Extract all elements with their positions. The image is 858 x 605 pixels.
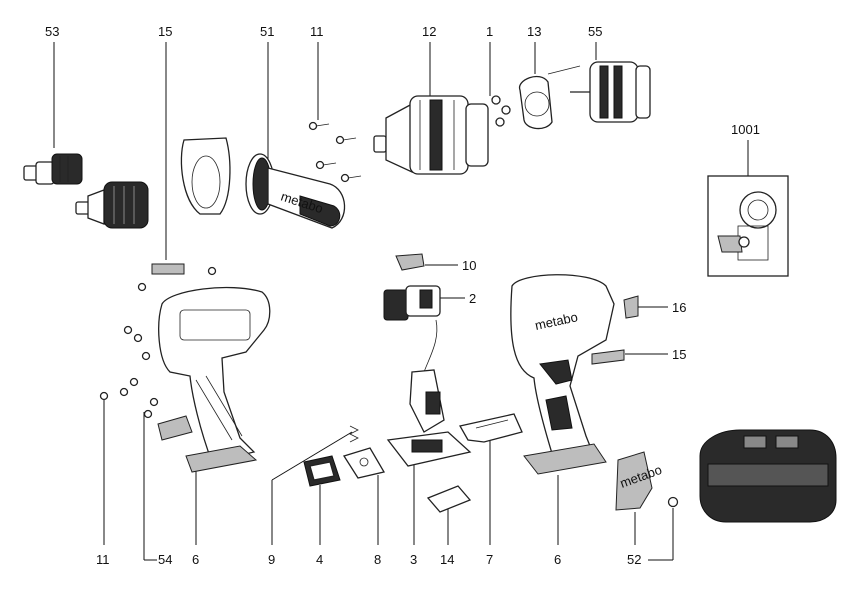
label-3: 3 [410, 552, 417, 567]
part-51-side-handle: metabo [180, 137, 346, 229]
label-53: 53 [45, 24, 59, 39]
label-16: 16 [672, 300, 686, 315]
part-55-motor [570, 61, 651, 123]
part-16-label [623, 295, 639, 319]
part-2-switch [383, 285, 441, 321]
part-7-clip [458, 413, 523, 443]
part-54-block [157, 415, 193, 441]
part-4-contact-block [303, 455, 341, 487]
part-housing-screws-left [99, 266, 217, 419]
label-1: 1 [486, 24, 493, 39]
part-53-chuck-adapter [23, 153, 83, 185]
part-labels: 53 15 51 11 12 1 13 55 1001 10 2 16 15 1… [45, 24, 760, 567]
label-14: 14 [440, 552, 454, 567]
label-11-bottom: 11 [96, 552, 110, 567]
label-6-right: 6 [554, 552, 561, 567]
leader-lines [53, 42, 749, 561]
part-8-bracket [342, 447, 386, 479]
label-15-top: 15 [158, 24, 172, 39]
label-15-right: 15 [672, 347, 686, 362]
part-52-belt-hook: metabo [615, 451, 679, 511]
part-3-trigger [386, 319, 472, 467]
part-15-label [151, 263, 185, 275]
label-2: 2 [469, 291, 476, 306]
label-55: 55 [588, 24, 602, 39]
part-housing-left [158, 286, 271, 473]
label-8: 8 [374, 552, 381, 567]
part-9-spring [349, 425, 359, 443]
label-54: 54 [158, 552, 172, 567]
label-52: 52 [627, 552, 641, 567]
label-9: 9 [268, 552, 275, 567]
part-13-motor-bracket [519, 65, 581, 130]
label-6-left: 6 [192, 552, 199, 567]
part-battery-pack [699, 429, 837, 523]
label-12: 12 [422, 24, 436, 39]
part-14-label [426, 485, 472, 513]
label-1001: 1001 [731, 122, 760, 137]
part-housing-right: metabo [510, 274, 615, 475]
label-7: 7 [486, 552, 493, 567]
label-11-top: 11 [310, 24, 324, 39]
label-4: 4 [316, 552, 323, 567]
part-15-label-right [591, 349, 625, 365]
label-51: 51 [260, 24, 274, 39]
label-13: 13 [527, 24, 541, 39]
label-10: 10 [462, 258, 476, 273]
part-12-gearbox [373, 95, 489, 175]
part-11-screws-top [308, 121, 362, 183]
part-10-switch-clip [395, 253, 425, 271]
part-keyless-chuck [75, 181, 149, 229]
part-1001-inset [707, 175, 789, 277]
part-1-screws [491, 95, 511, 127]
